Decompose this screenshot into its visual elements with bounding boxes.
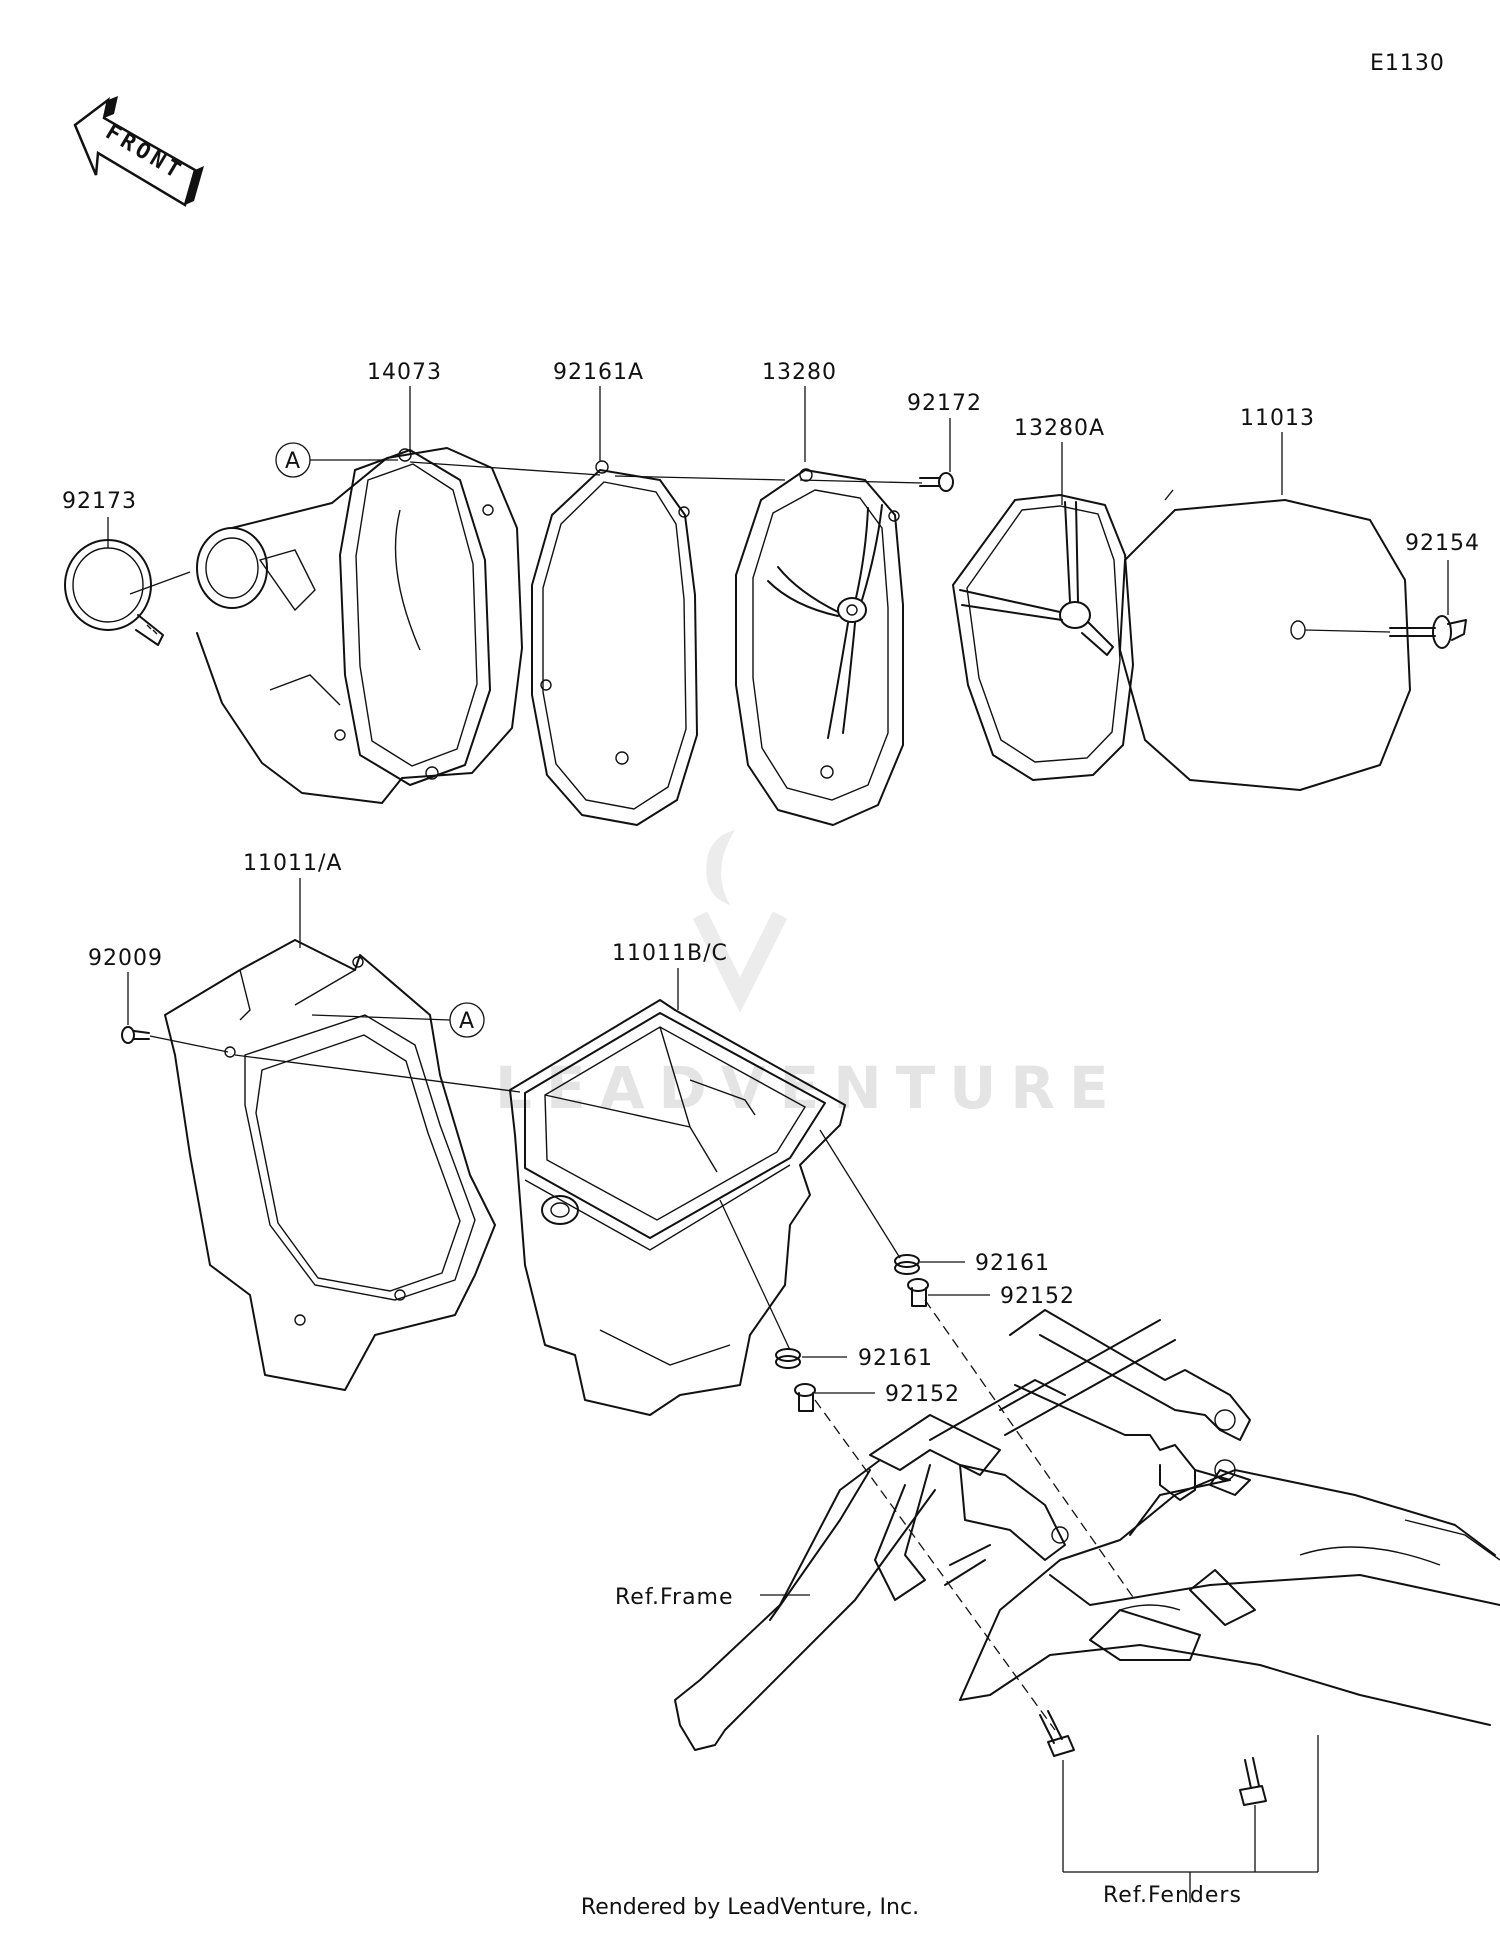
front-arrow-icon: FRONT	[73, 96, 204, 207]
marker-a-circle-middle	[449, 1002, 485, 1038]
label-11013: 11013	[1240, 406, 1315, 431]
rear-frame	[674, 1309, 1251, 1751]
marker-a-top: A	[285, 449, 301, 474]
label-92009: 92009	[88, 946, 163, 971]
bolt-92154	[1389, 615, 1467, 649]
grommet-92161-lower	[775, 1348, 801, 1369]
screw-92009	[121, 1026, 150, 1044]
label-11011BC: 11011B/C	[612, 941, 728, 966]
footer-credit: Rendered by LeadVenture, Inc.	[580, 1895, 920, 1920]
screw-92172	[919, 472, 954, 492]
label-92152-lower: 92152	[885, 1382, 960, 1407]
fender-bolt-left	[1039, 1710, 1075, 1757]
label-ref-frame: Ref.Frame	[615, 1585, 734, 1610]
diagram-code: E1130	[1370, 51, 1445, 76]
label-13280: 13280	[762, 360, 837, 385]
rear-fender	[959, 1469, 1500, 1726]
label-92152-upper: 92152	[1000, 1284, 1075, 1309]
holder-13280	[735, 468, 904, 826]
label-92173: 92173	[62, 489, 137, 514]
label-92161-upper: 92161	[975, 1251, 1050, 1276]
clamp-92173	[64, 539, 164, 646]
label-92161A: 92161A	[553, 360, 644, 385]
label-14073: 14073	[367, 360, 442, 385]
watermark: LEADVENTURE	[495, 830, 1123, 1122]
label-11011A: 11011/A	[243, 851, 342, 876]
collar-92152-upper	[907, 1278, 929, 1307]
label-92172: 92172	[907, 391, 982, 416]
watermark-text: LEADVENTURE	[495, 1054, 1123, 1122]
grommet-92161-upper	[894, 1254, 920, 1275]
marker-a-middle: A	[459, 1009, 475, 1034]
fender-bolt-right	[1239, 1757, 1267, 1806]
frame-13280A	[952, 494, 1134, 781]
gasket-92161A	[531, 460, 698, 826]
cover-11011A	[164, 939, 496, 1391]
label-ref-fenders: Ref.Fenders	[1103, 1883, 1242, 1908]
housing-11011BC	[509, 999, 846, 1416]
case-14073	[196, 447, 523, 804]
element-11013	[1119, 489, 1411, 791]
collar-92152-lower	[794, 1383, 816, 1412]
label-92161-lower: 92161	[858, 1346, 933, 1371]
label-92154: 92154	[1405, 531, 1480, 556]
label-13280A: 13280A	[1014, 416, 1105, 441]
ref-fenders-bracket	[1062, 1735, 1319, 1903]
